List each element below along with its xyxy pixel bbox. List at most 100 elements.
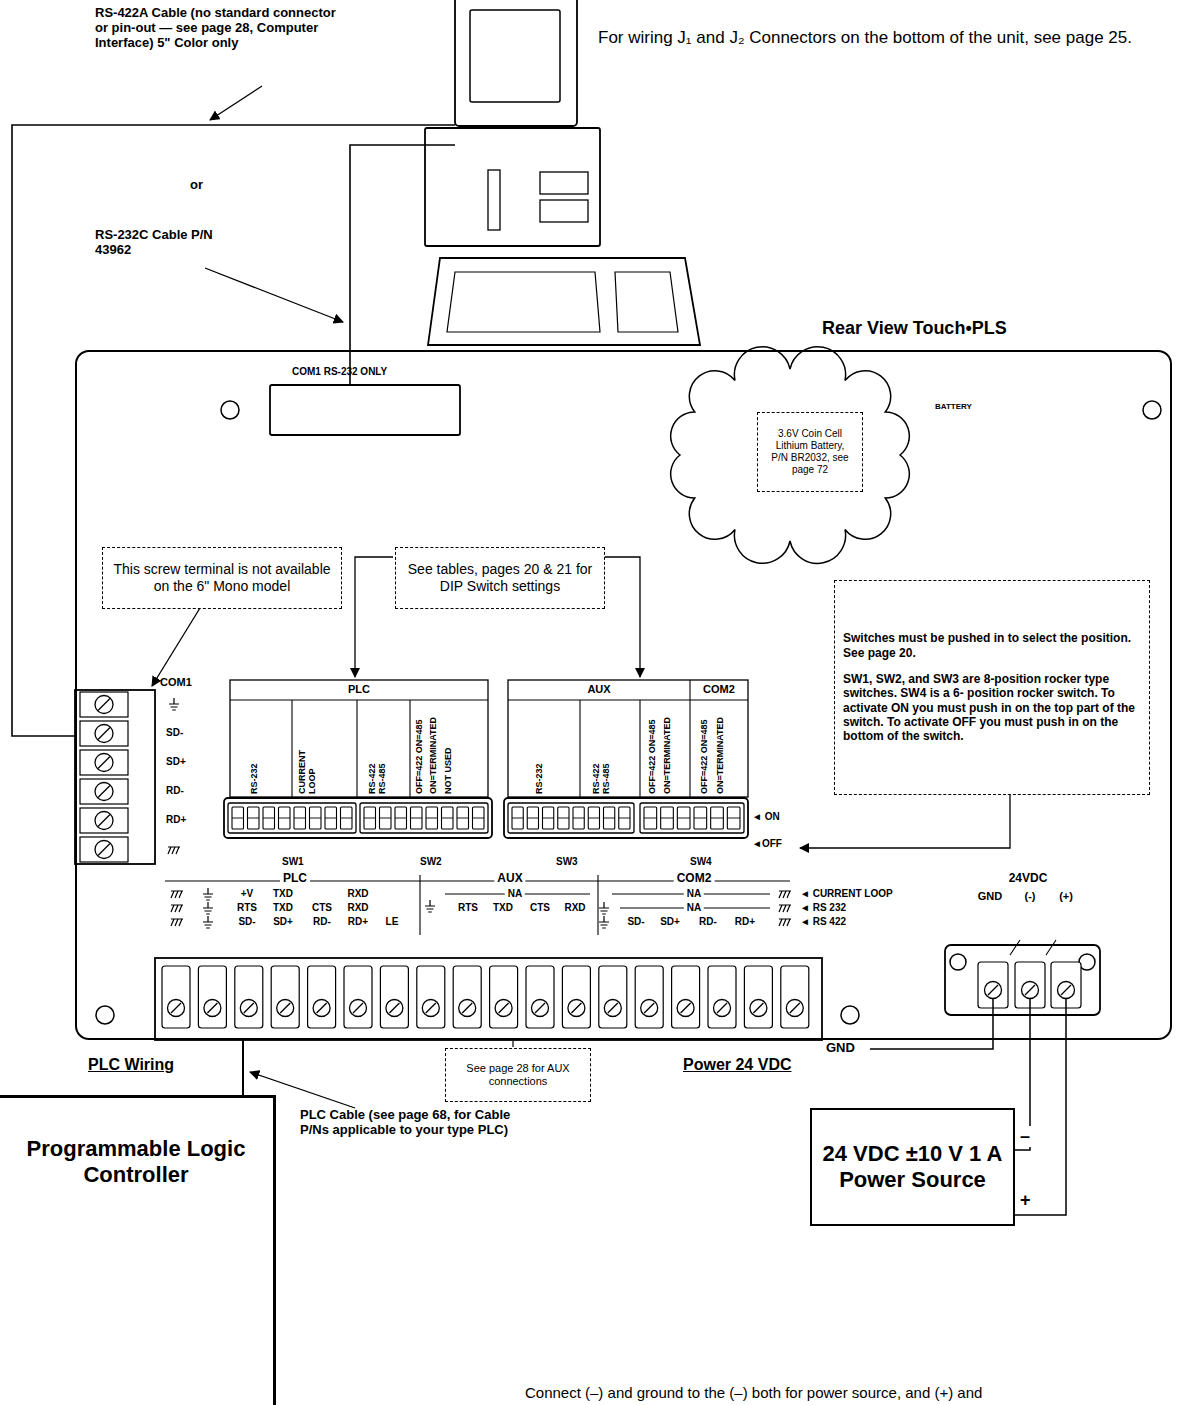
terminal-cell [526, 966, 554, 1028]
dip-rocker [411, 807, 423, 829]
screw-slot [644, 1003, 654, 1013]
terminal-cell [80, 692, 128, 717]
terminal-screw [95, 783, 113, 801]
signal-name: ◄ CURRENT LOOP [800, 888, 893, 900]
signal-name: SD+ [660, 916, 680, 928]
terminal-screw [95, 725, 113, 743]
rocker-line [310, 818, 322, 819]
diagram-label: GND [826, 1041, 855, 1056]
note-box: See tables, pages 20 & 21 for DIP Switch… [395, 547, 605, 609]
dip-rocker [619, 807, 630, 829]
leader-arrow [210, 86, 262, 120]
rocker-line [263, 818, 275, 819]
dip-housing [504, 798, 748, 838]
signal-name: RD- [313, 916, 331, 928]
earth-ground-symbol [599, 916, 609, 928]
terminal-cell [80, 808, 128, 833]
switch-column-label: ON=TERMINATED [663, 717, 673, 794]
diagram-label: 24VDC [1009, 872, 1048, 886]
dip-rocker [527, 807, 538, 829]
switch-column-label: ON=TERMINATED [716, 717, 726, 794]
dip-rocker [473, 807, 485, 829]
rocker-line [604, 818, 615, 819]
note-box: 3.6V Coin Cell Lithium Battery, P/N BR20… [757, 412, 863, 492]
screw-slot [988, 985, 998, 995]
signal-name: ◄ RS 232 [800, 902, 846, 914]
diagram-label: PLC [348, 683, 370, 696]
drive-slot [488, 170, 500, 230]
signal-name: RXD [347, 902, 368, 914]
dip-rocker [694, 807, 707, 829]
dip-rocker [644, 807, 657, 829]
signal-name: RD- [699, 916, 717, 928]
rocker-line [588, 818, 599, 819]
rocker-line [442, 818, 454, 819]
diagram-label: BATTERY [935, 402, 972, 411]
diagram-label: ◄OFF [752, 838, 782, 850]
chassis-ground-symbol [779, 919, 791, 926]
power-wire [1030, 999, 1066, 1040]
terminal-cell [162, 966, 190, 1028]
note-box: Switches must be pushed in to select the… [834, 580, 1150, 795]
keyboard-keypad [615, 272, 678, 332]
signal-name: +V [241, 888, 254, 900]
rocker-line [512, 818, 523, 819]
chassis-ground-symbol [171, 919, 183, 926]
screw-slot [98, 844, 110, 856]
diagram-label: (-) [1025, 890, 1036, 903]
keyboard-outline [428, 258, 700, 345]
dip-housing [224, 798, 492, 838]
signal-name: RD+ [735, 916, 755, 928]
signal-name: NA [684, 888, 704, 900]
screw-slot [389, 1003, 399, 1013]
signal-name: TXD [273, 902, 293, 914]
rs232-cable [350, 145, 455, 385]
screw-slot [98, 728, 110, 740]
dip-rocker [341, 807, 353, 829]
signal-name: RD+ [348, 916, 368, 928]
dip-rocker [248, 807, 260, 829]
diagram-label: or [190, 178, 203, 193]
note-box: This screw terminal is not available on … [102, 547, 342, 609]
screw-slot [98, 815, 110, 827]
drive-bay [540, 200, 588, 222]
signal-name: NA [684, 902, 704, 914]
switch-column-label: RS-422 RS-485 [592, 754, 612, 794]
dip-rocker [457, 807, 469, 829]
polarity-sign: – [1019, 1126, 1031, 1147]
dip-rocker [380, 807, 392, 829]
chassis-ground-symbol [779, 905, 791, 912]
dip-rocker [263, 807, 275, 829]
earth-ground-symbol [203, 902, 213, 914]
terminal-screw [714, 1000, 731, 1017]
leader-line [512, 1041, 513, 1047]
diagram-label: AUX [587, 683, 610, 696]
dip-rocker [512, 807, 523, 829]
panel-outline: Rear View Touch•PLSThis screw terminal i… [75, 350, 1172, 1040]
diagram-label: (+) [1059, 890, 1073, 903]
screw-slot [98, 786, 110, 798]
note-text: SW1, SW2, and SW3 are 8-position rocker … [843, 672, 1141, 744]
switch-column-label: ON=TERMINATED [429, 717, 439, 794]
diagram-label: RS-422A Cable (no standard connector or … [95, 6, 345, 51]
screw-slot [317, 1003, 327, 1013]
rocker-line [395, 818, 407, 819]
screw-slot [535, 1003, 545, 1013]
signal-name: RTS [458, 902, 478, 914]
terminal-screw [95, 841, 113, 859]
terminal-screw [277, 1000, 294, 1017]
note-text: This screw terminal is not available on … [111, 561, 333, 595]
terminal-screw [240, 1000, 257, 1017]
terminal-screw [641, 1000, 658, 1017]
drive-bay [540, 172, 588, 194]
note-text: 24 VDC ±10 V 1 A Power Source [820, 1141, 1005, 1194]
terminal-screw [495, 1000, 512, 1017]
diagram-label: AUX [494, 872, 525, 886]
screw-slot [244, 1003, 254, 1013]
com1-port [270, 385, 460, 435]
signal-name: CTS [312, 902, 332, 914]
screw-slot [681, 1003, 691, 1013]
leader-arrow [205, 268, 343, 322]
rocker-line [279, 818, 291, 819]
